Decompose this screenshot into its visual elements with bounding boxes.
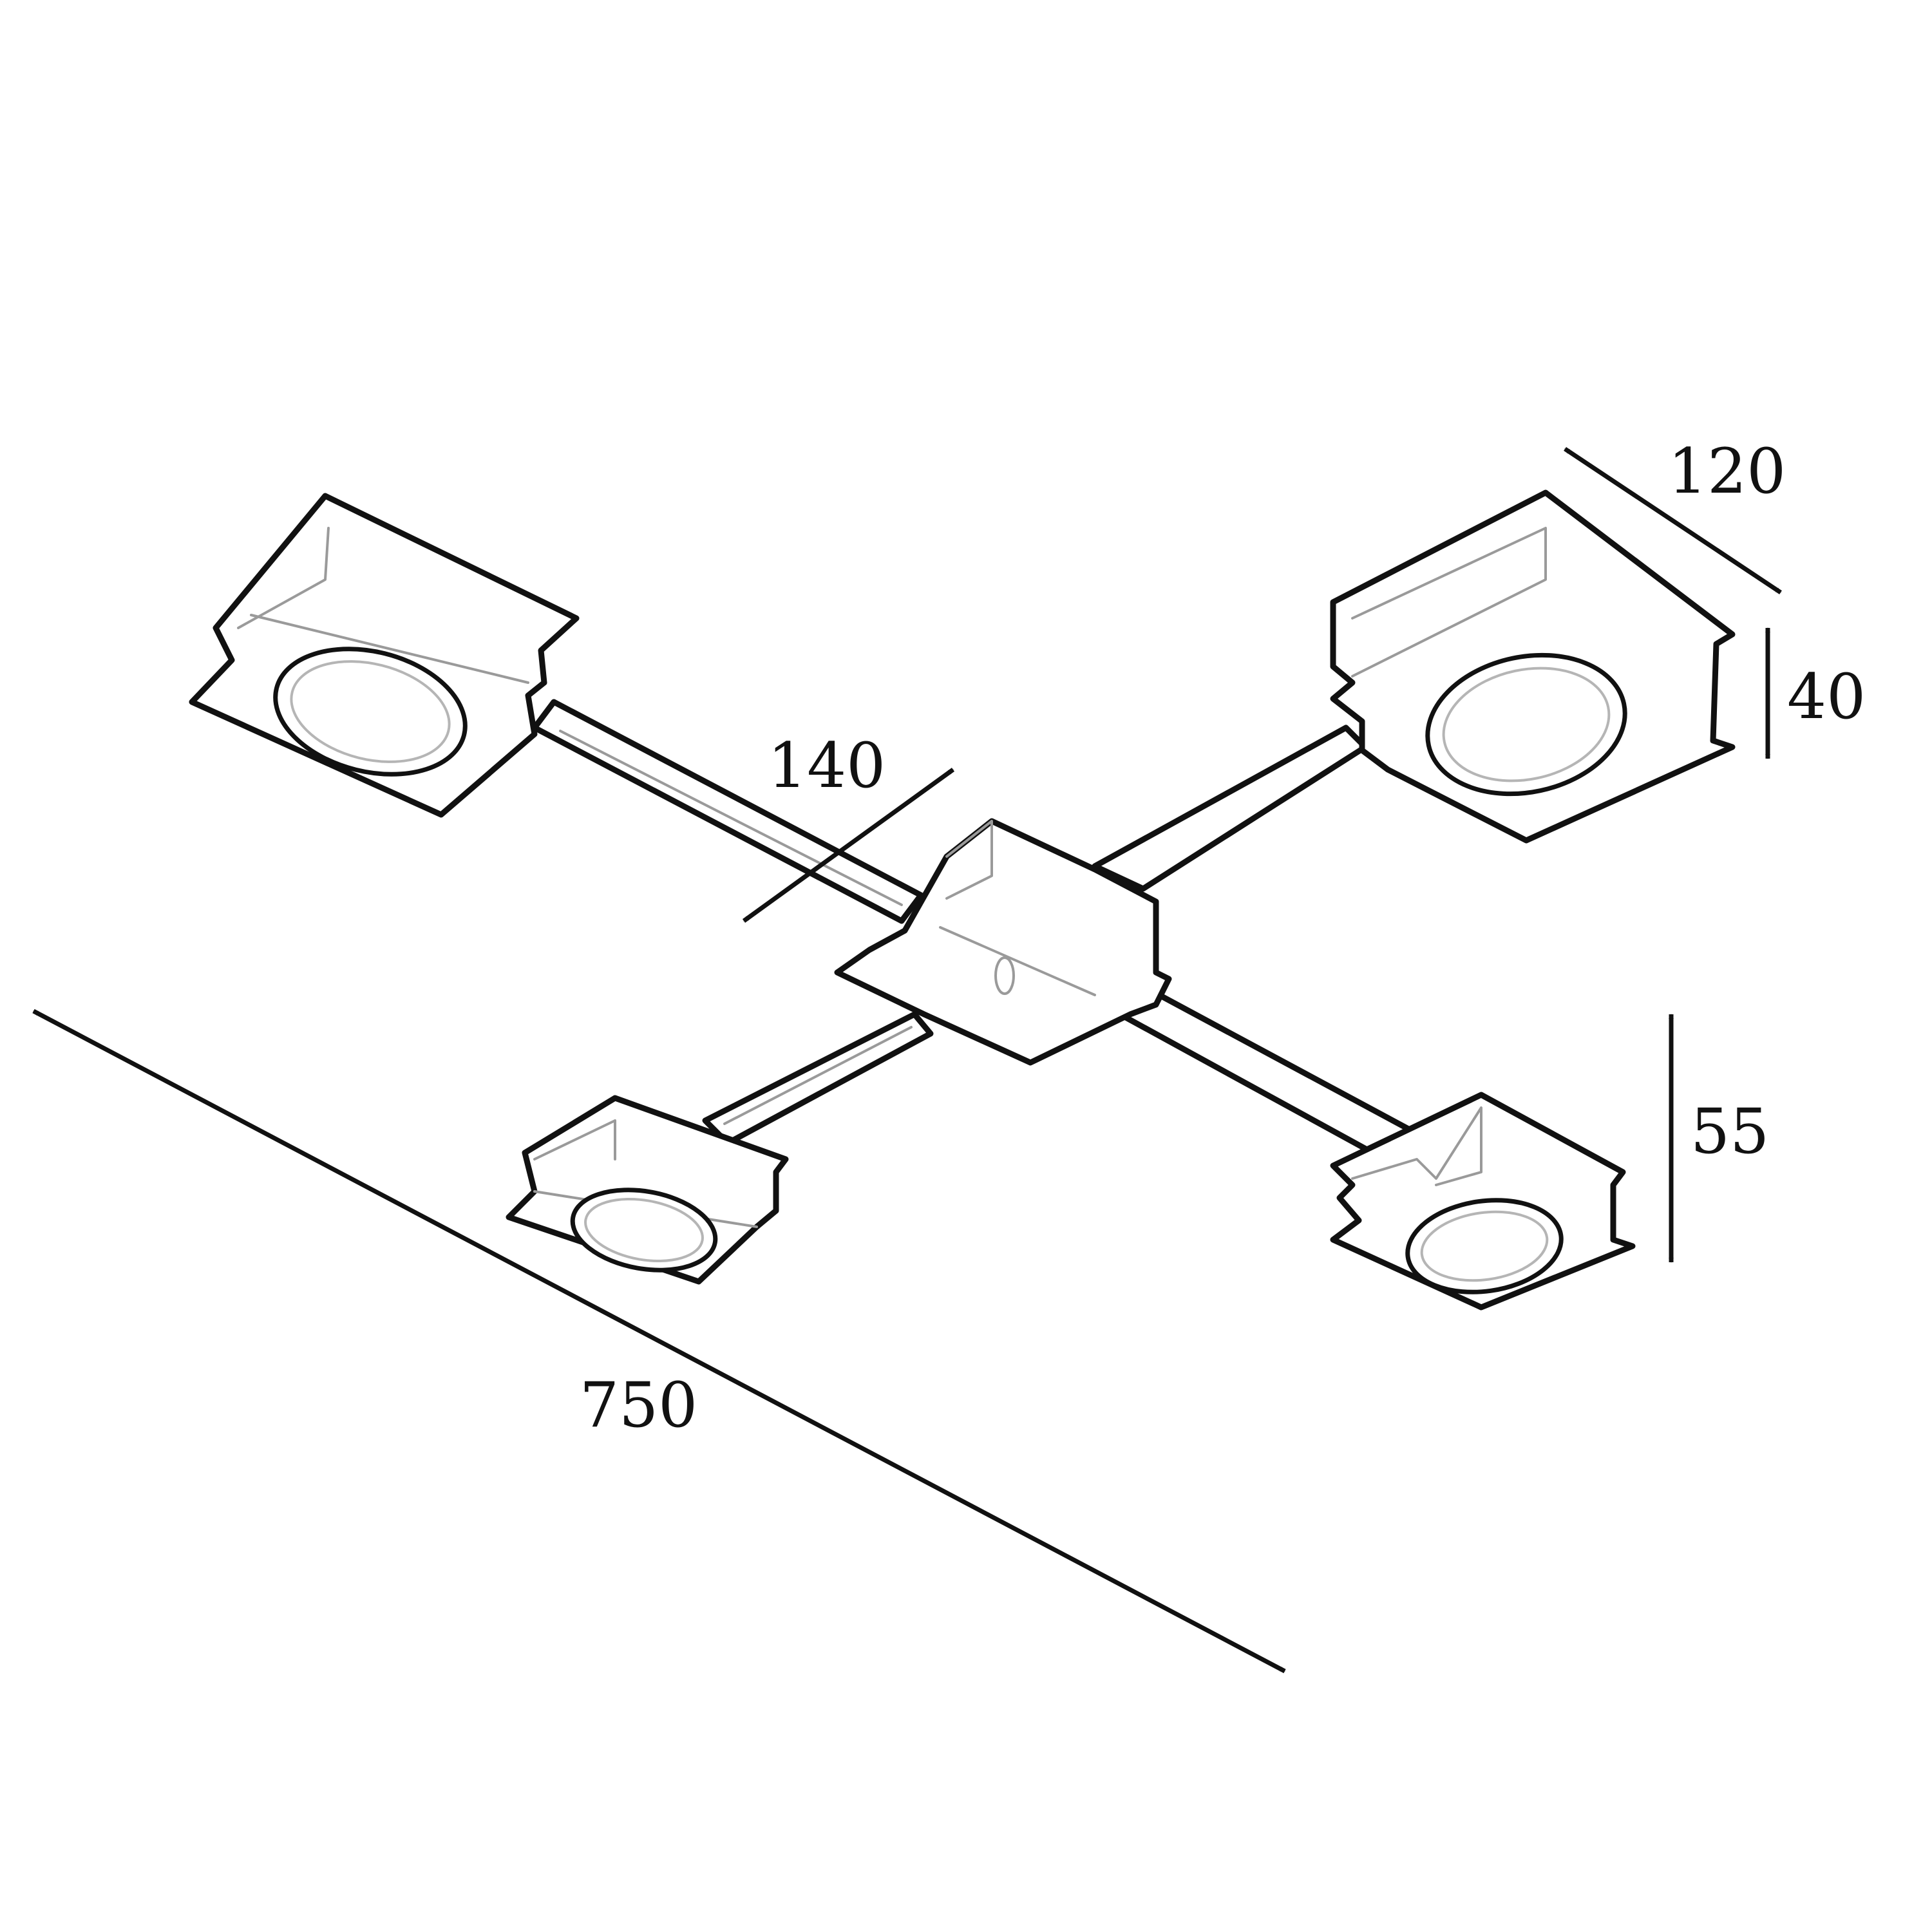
dimension-arrow-120: [1564, 447, 1782, 594]
dimension-total-height: 55: [1669, 1014, 1769, 1263]
dimension-label-55: 55: [1690, 1095, 1769, 1168]
dimension-head-thickness: 40: [1765, 627, 1866, 759]
dimension-hub-width: 140: [742, 730, 955, 923]
lamp-head-upper-right: [1330, 489, 1736, 844]
dimension-label-40: 40: [1787, 661, 1866, 733]
dimension-label-120: 120: [1668, 435, 1786, 507]
arm-upper-right: [1092, 724, 1368, 892]
central-hub: [834, 818, 1172, 1066]
dimension-label-750: 750: [580, 1369, 697, 1441]
dimension-head-width: 120: [1564, 435, 1786, 594]
dimension-label-140: 140: [768, 730, 886, 802]
dimension-overall-length: 750: [32, 1009, 1286, 1674]
dimension-arrow-140: [742, 768, 955, 923]
arm-lower-left: [702, 1011, 934, 1146]
arm-lower-right: [1111, 992, 1420, 1162]
lamp-head-lower-right: [1330, 1092, 1636, 1311]
dimension-arrow-750: [32, 1009, 1286, 1674]
lamp-head-upper-left: [189, 493, 580, 818]
